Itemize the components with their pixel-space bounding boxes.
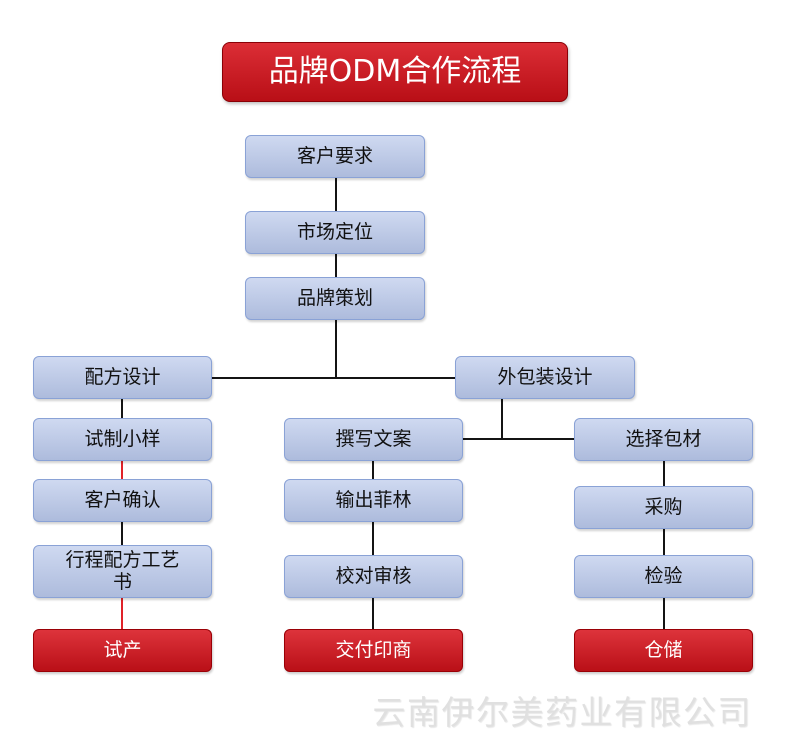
end-trial-production: 试产 xyxy=(33,629,212,672)
step-customer-requirement: 客户要求 xyxy=(245,135,425,178)
step-output-film: 输出菲林 xyxy=(284,479,463,522)
step-trial-sample: 试制小样 xyxy=(33,418,212,461)
step-packaging-design: 外包装设计 xyxy=(455,356,635,399)
step-market-positioning: 市场定位 xyxy=(245,211,425,254)
step-formula-design: 配方设计 xyxy=(33,356,212,399)
step-purchase: 采购 xyxy=(574,486,753,529)
step-customer-confirmation: 客户确认 xyxy=(33,479,212,522)
end-warehouse-storage: 仓储 xyxy=(574,629,753,672)
step-inspection: 检验 xyxy=(574,555,753,598)
step-brand-planning: 品牌策划 xyxy=(245,277,425,320)
diagram-title: 品牌ODM合作流程 xyxy=(222,42,568,102)
step-select-material: 选择包材 xyxy=(574,418,753,461)
step-process-document: 行程配方工艺书 xyxy=(33,545,212,598)
step-proofread-review: 校对审核 xyxy=(284,555,463,598)
end-deliver-to-printer: 交付印商 xyxy=(284,629,463,672)
step-copywriting: 撰写文案 xyxy=(284,418,463,461)
watermark-company-name: 云南伊尔美药业有限公司 xyxy=(372,693,752,732)
